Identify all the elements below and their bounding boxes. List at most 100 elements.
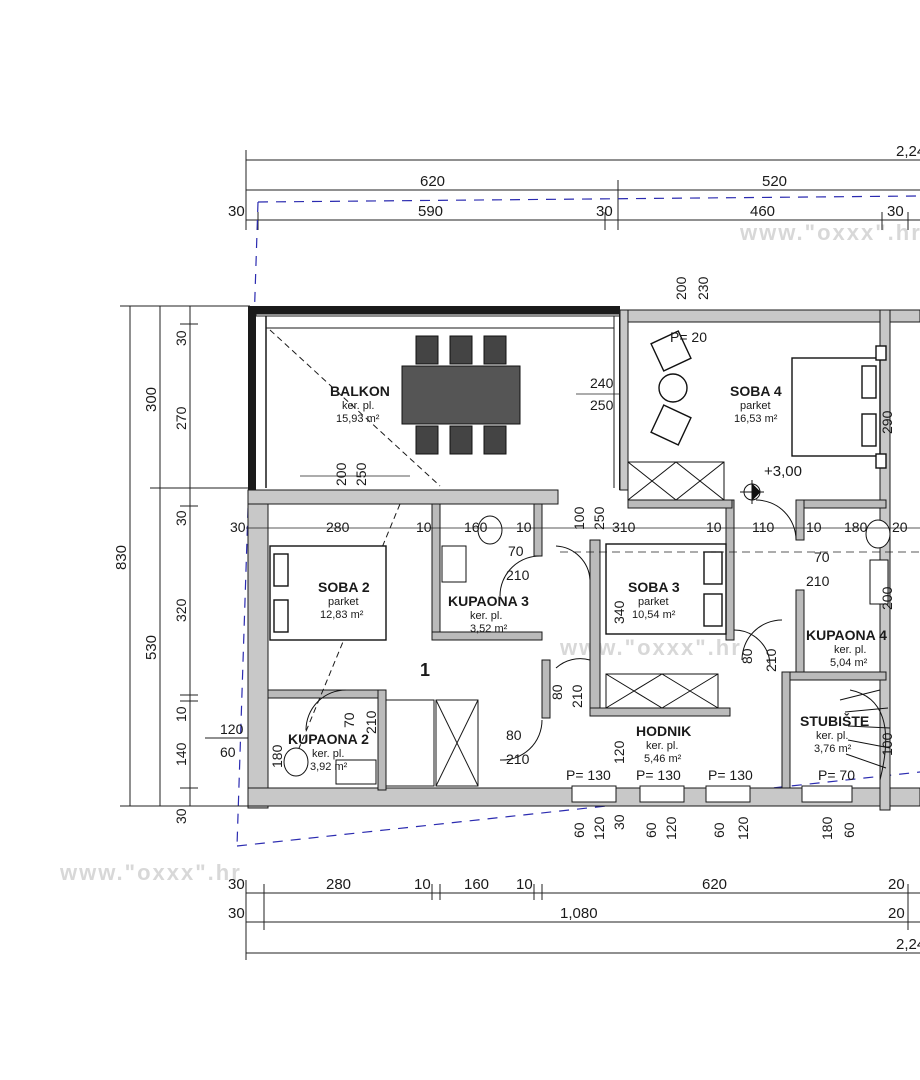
room-soba2-area: 12,83 m² [320,609,364,621]
dim-bot-160: 160 [464,876,489,893]
dim-bot-280: 280 [326,876,351,893]
dining-table [401,335,521,455]
dim-top-30b: 30 [596,203,613,220]
dim-p20: P= 20 [670,329,707,345]
dim-210-b: 210 [763,648,779,672]
dim-340: 340 [611,600,627,624]
watermark-text: www."oxxx".hr [59,860,242,885]
dim-row-10d: 10 [806,519,822,535]
dim-left-320: 320 [173,598,189,622]
dim-210-k4: 210 [806,573,830,589]
dim-bot-620: 620 [702,876,727,893]
dim-80-c: 80 [506,727,522,743]
room-kupaona2-name: KUPAONA 2 [288,731,369,747]
dim-row-20: 20 [892,519,908,535]
room-soba4: SOBA 4 parket 16,53 m² [730,383,782,425]
dim-bot-10a: 10 [414,876,431,893]
room-soba2: SOBA 2 parket 12,83 m² [318,579,370,621]
room-balkon-name: BALKON [330,383,390,399]
dim-b120c: 120 [735,816,751,840]
dim-bot-20a: 20 [888,876,905,893]
room-stubiste-name: STUBIŠTE [800,712,869,729]
wardrobes [605,461,725,709]
dim-bot-1080: 1,080 [560,905,598,922]
dim-b60c: 60 [711,822,727,838]
bottom-dimensions [245,880,920,960]
bottom-windows [571,785,853,803]
dim-bot-20b: 20 [888,905,905,922]
dim-bot-total: 2,24 [896,936,920,953]
room-soba3-finish: parket [638,596,669,608]
room-balkon-finish: ker. pl. [342,400,374,412]
dim-left-30c: 30 [173,808,189,824]
unit-number: 1 [420,660,430,680]
dim-top-620: 620 [420,173,445,190]
dim-230-top: 230 [695,276,711,300]
dim-70-k3: 70 [508,543,524,559]
room-soba4-area: 16,53 m² [734,413,778,425]
dim-p130c: P= 130 [708,767,753,783]
dim-row-160: 160 [464,519,488,535]
window-120: 120 [220,721,244,737]
dim-200-balk: 200 [333,462,349,486]
dim-left-140: 140 [173,742,189,766]
room-soba3-name: SOBA 3 [628,579,680,595]
dim-p130b: P= 130 [636,767,681,783]
dim-b180: 180 [819,816,835,840]
dim-left-270: 270 [173,406,189,430]
dim-left-30a: 30 [173,330,189,346]
dim-210-a: 210 [569,684,585,708]
dim-70-k4: 70 [814,549,830,565]
dim-b60d: 60 [841,822,857,838]
lounge-chairs [650,330,692,446]
dim-row-100: 100 [571,506,587,530]
dim-top-30a: 30 [228,203,245,220]
dim-b120a: 120 [591,816,607,840]
room-soba3-area: 10,54 m² [632,609,676,621]
dim-b30: 30 [611,814,627,830]
room-kupaona4-finish: ker. pl. [834,644,866,656]
roof-outline [236,195,920,847]
room-stubiste-area: 3,76 m² [814,743,852,755]
dim-top-total: 2,24 [896,143,920,160]
dim-70-k2: 70 [341,712,357,728]
dim-row-180: 180 [844,519,868,535]
interior-dimensions: 200 230 P= 20 240 250 200 250 30 280 10 … [230,276,920,840]
room-hodnik-area: 5,46 m² [644,753,682,765]
dim-p130a: P= 130 [566,767,611,783]
dim-100-st: 100 [879,732,895,756]
room-soba3: SOBA 3 parket 10,54 m² [628,579,680,621]
dim-row-110: 110 [752,519,775,535]
room-kupaona2: KUPAONA 2 ker. pl. 3,92 m² [288,731,369,773]
dim-row-250: 250 [591,506,607,530]
room-stubiste-finish: ker. pl. [816,730,848,742]
window-60: 60 [220,744,236,760]
room-kupaona3-finish: ker. pl. [470,610,502,622]
dim-210-k2: 210 [363,710,379,734]
dim-200-k4: 200 [879,586,895,610]
dim-p180: 180 [269,744,285,768]
room-soba4-finish: parket [740,400,771,412]
dim-p70: P= 70 [818,767,855,783]
dim-290: 290 [879,410,895,434]
dim-250: 250 [590,397,614,413]
room-kupaona3-area: 3,52 m² [470,623,508,635]
dim-200-top: 200 [673,276,689,300]
room-kupaona2-area: 3,92 m² [310,761,348,773]
bed-soba3 [605,543,727,635]
dim-210-k3: 210 [506,567,530,583]
dim-row-10c: 10 [706,519,722,535]
dim-row-30: 30 [230,519,246,535]
dim-80-a: 80 [549,684,565,700]
room-kupaona4: KUPAONA 4 ker. pl. 5,04 m² [806,627,887,669]
dim-left-30b: 30 [173,510,189,526]
room-kupaona2-finish: ker. pl. [312,748,344,760]
dim-bot-30a: 30 [228,876,245,893]
dim-bot-30b: 30 [228,905,245,922]
room-hodnik-finish: ker. pl. [646,740,678,752]
dim-left-total: 830 [113,545,130,570]
dim-left-530: 530 [143,635,160,660]
dim-left-300: 300 [143,387,160,412]
level-mark: +3,00 [764,463,802,480]
